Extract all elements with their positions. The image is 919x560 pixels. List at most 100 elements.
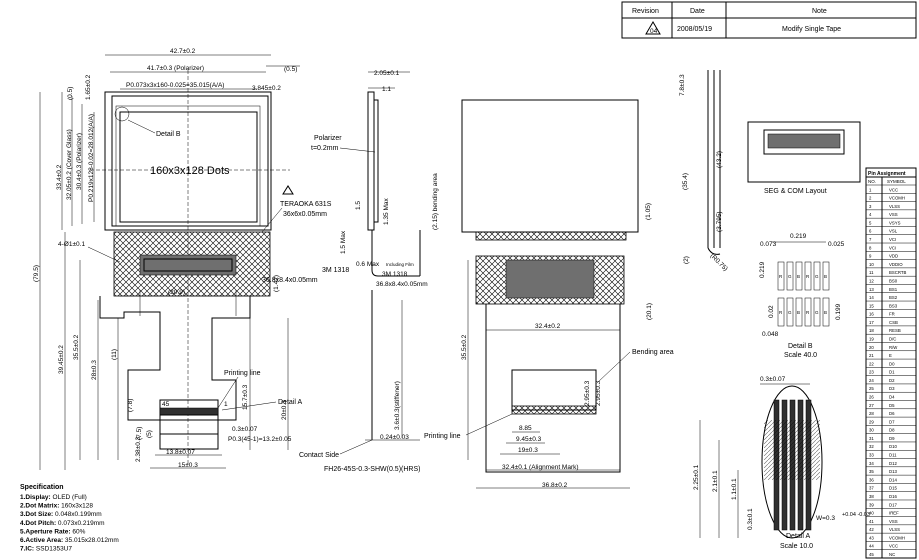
dim-5: (5) [146,430,153,438]
pin-symbol: D0 [889,361,895,366]
spec-label: 5.Aperture Rate: [20,528,71,535]
subpixel-label: G [788,274,792,279]
dim-20: 20±0.3 [281,400,288,420]
pin-number: 18 [869,328,874,333]
pin-number: 10 [869,262,874,267]
pin-number: 44 [869,544,874,549]
db-dim-0-219: 0.219 [790,233,807,240]
pin-number: 12 [869,278,874,283]
side-dim-1-5: 1.5 [355,201,362,210]
rev-header-revision: Revision [632,8,659,15]
pin-number: 9 [869,254,872,259]
detail-a-title: Detail A [786,533,810,540]
spec-label: 4.Dot Pitch: [20,520,56,527]
pin-symbol: D14 [889,477,897,482]
pin-symbol: RESB [889,328,901,333]
back-dim-19: 19±0.3 [518,447,538,454]
rs-dim-3-795: (3.795) [716,211,723,232]
subpixel [795,297,803,327]
back-dim-35-5: 35.5±0.2 [461,334,468,360]
da-dim-2-1: 2.1±0.1 [712,470,719,492]
pin-symbol: D15 [889,486,897,491]
pin-symbol: R/W [889,345,898,350]
side-dim-1-35max: 1.35 Max [383,198,390,225]
pin-symbol: D4 [889,395,895,400]
dim-0-5-top: (0.5) [284,66,297,73]
spec-label: 2.Dot Matrix: [20,503,59,510]
pin-symbol: BS3 [889,303,898,308]
da-dim-w-tol: +0.04 -0.03 [842,512,870,518]
spec-value: 160x3x128 [59,503,93,510]
pin-symbol: CSB [889,320,898,325]
detail-b-scale: Scale 40.0 [784,352,817,359]
side-polarizer-thickness: t=0.2mm [311,145,339,152]
dim-polarizer-height: 30.4±0.3 (Polarizer) [76,133,83,190]
pin-symbol: BS1 [889,287,898,292]
spec-value: 35.015x28.012mm [63,537,119,544]
pin-symbol: VCI [889,245,896,250]
dim-11: (11) [111,349,118,360]
pin-number: 11 [869,270,874,275]
rev-note: Modify Single Tape [782,26,841,33]
db-dim-0-048: 0.048 [762,331,779,338]
pin-symbol: VCC [889,544,898,549]
subpixel-label: R [779,274,783,279]
tape-3m-size: 36.8x8.4x0.05mm [262,277,318,284]
side-tape-size: 36.8x8.4x0.05mm [376,281,428,288]
subpixel [813,297,821,327]
subpixel-label: R [779,310,783,315]
side-dim-0-24: 0.24±0.03 [380,434,409,441]
seg-com-layout: SEG & COM Layout [747,121,861,195]
pin-symbol: VSYS [889,220,901,225]
subpixel-label: G [788,310,792,315]
pin-number: 13 [869,287,874,292]
side-dim-0-6max: 0.6 Max [356,261,380,268]
back-dim-32-4: 32.4±0.2 [535,323,561,330]
back-view: (1.05) (20.1) 32.4±0.2 35.5±0.2 Bending … [424,99,674,489]
spec-label: 6.Active Area: [20,537,63,544]
spec-item: 1.Display: OLED (Full) [20,494,87,501]
subpixel [777,297,785,327]
stiffener-hatch [764,420,820,480]
da-dim-0-3: 0.3±0.07 [760,376,786,383]
subpixel [804,297,812,327]
pin-symbol: D11 [889,453,897,458]
pin-number: 16 [869,312,874,317]
dim-width-outer: 42.7±0.2 [170,48,196,55]
pin-number: 45 [869,552,874,557]
dim-79-5: (79.5) [33,265,40,282]
rs-dim-43-2: (43.2) [716,151,723,168]
spec-value: 0.048x0.199mm [53,511,101,518]
pin-number: 17 [869,320,874,325]
pin-number: 23 [869,370,874,375]
pin-number: 1 [869,187,872,192]
pin-symbol: VCC [889,187,898,192]
pin-table-title: Pin Assignment [868,171,906,177]
back-dim-2-95a: 2.95±0.3 [584,380,591,406]
dim-7-5: (7.5) [136,427,143,440]
back-dim-9-45: 9.45±0.3 [516,436,542,443]
dim-4-phi: 4-Ø1±0.1 [58,241,85,248]
spec-value: 0.073x0.219mm [56,520,104,527]
pin-number: 38 [869,494,874,499]
teraoka-label: TERAOKA 631S [280,201,332,208]
pin-number: 29 [869,419,874,424]
dim-pin-pitch: P0.3(45-1)=13.2±0.05 [228,436,292,443]
spec-item: 5.Aperture Rate: 60% [20,528,86,535]
right-side-view: 7.8±0.3 (35.4) (43.2) (3.795) (2) (R0.75… [679,70,729,273]
dots-label: 160x3x128 Dots [150,165,230,177]
side-dim-2-15: (2.15) bending area [432,173,439,230]
dim-1-65: 1.65±0.2 [85,74,92,100]
spec-label: 1.Display: [20,494,51,501]
pin-symbol: D3 [889,386,895,391]
subpixel-label: B [824,274,827,279]
rev-header-date: Date [690,8,705,15]
subpixel-label: G [815,274,819,279]
pin-number: 3 [869,204,872,209]
pin-number: 28 [869,411,874,416]
pin-symbol: D1 [889,370,895,375]
side-dim-2-05: 2.05±0.1 [374,70,400,77]
pin-number: 42 [869,527,874,532]
